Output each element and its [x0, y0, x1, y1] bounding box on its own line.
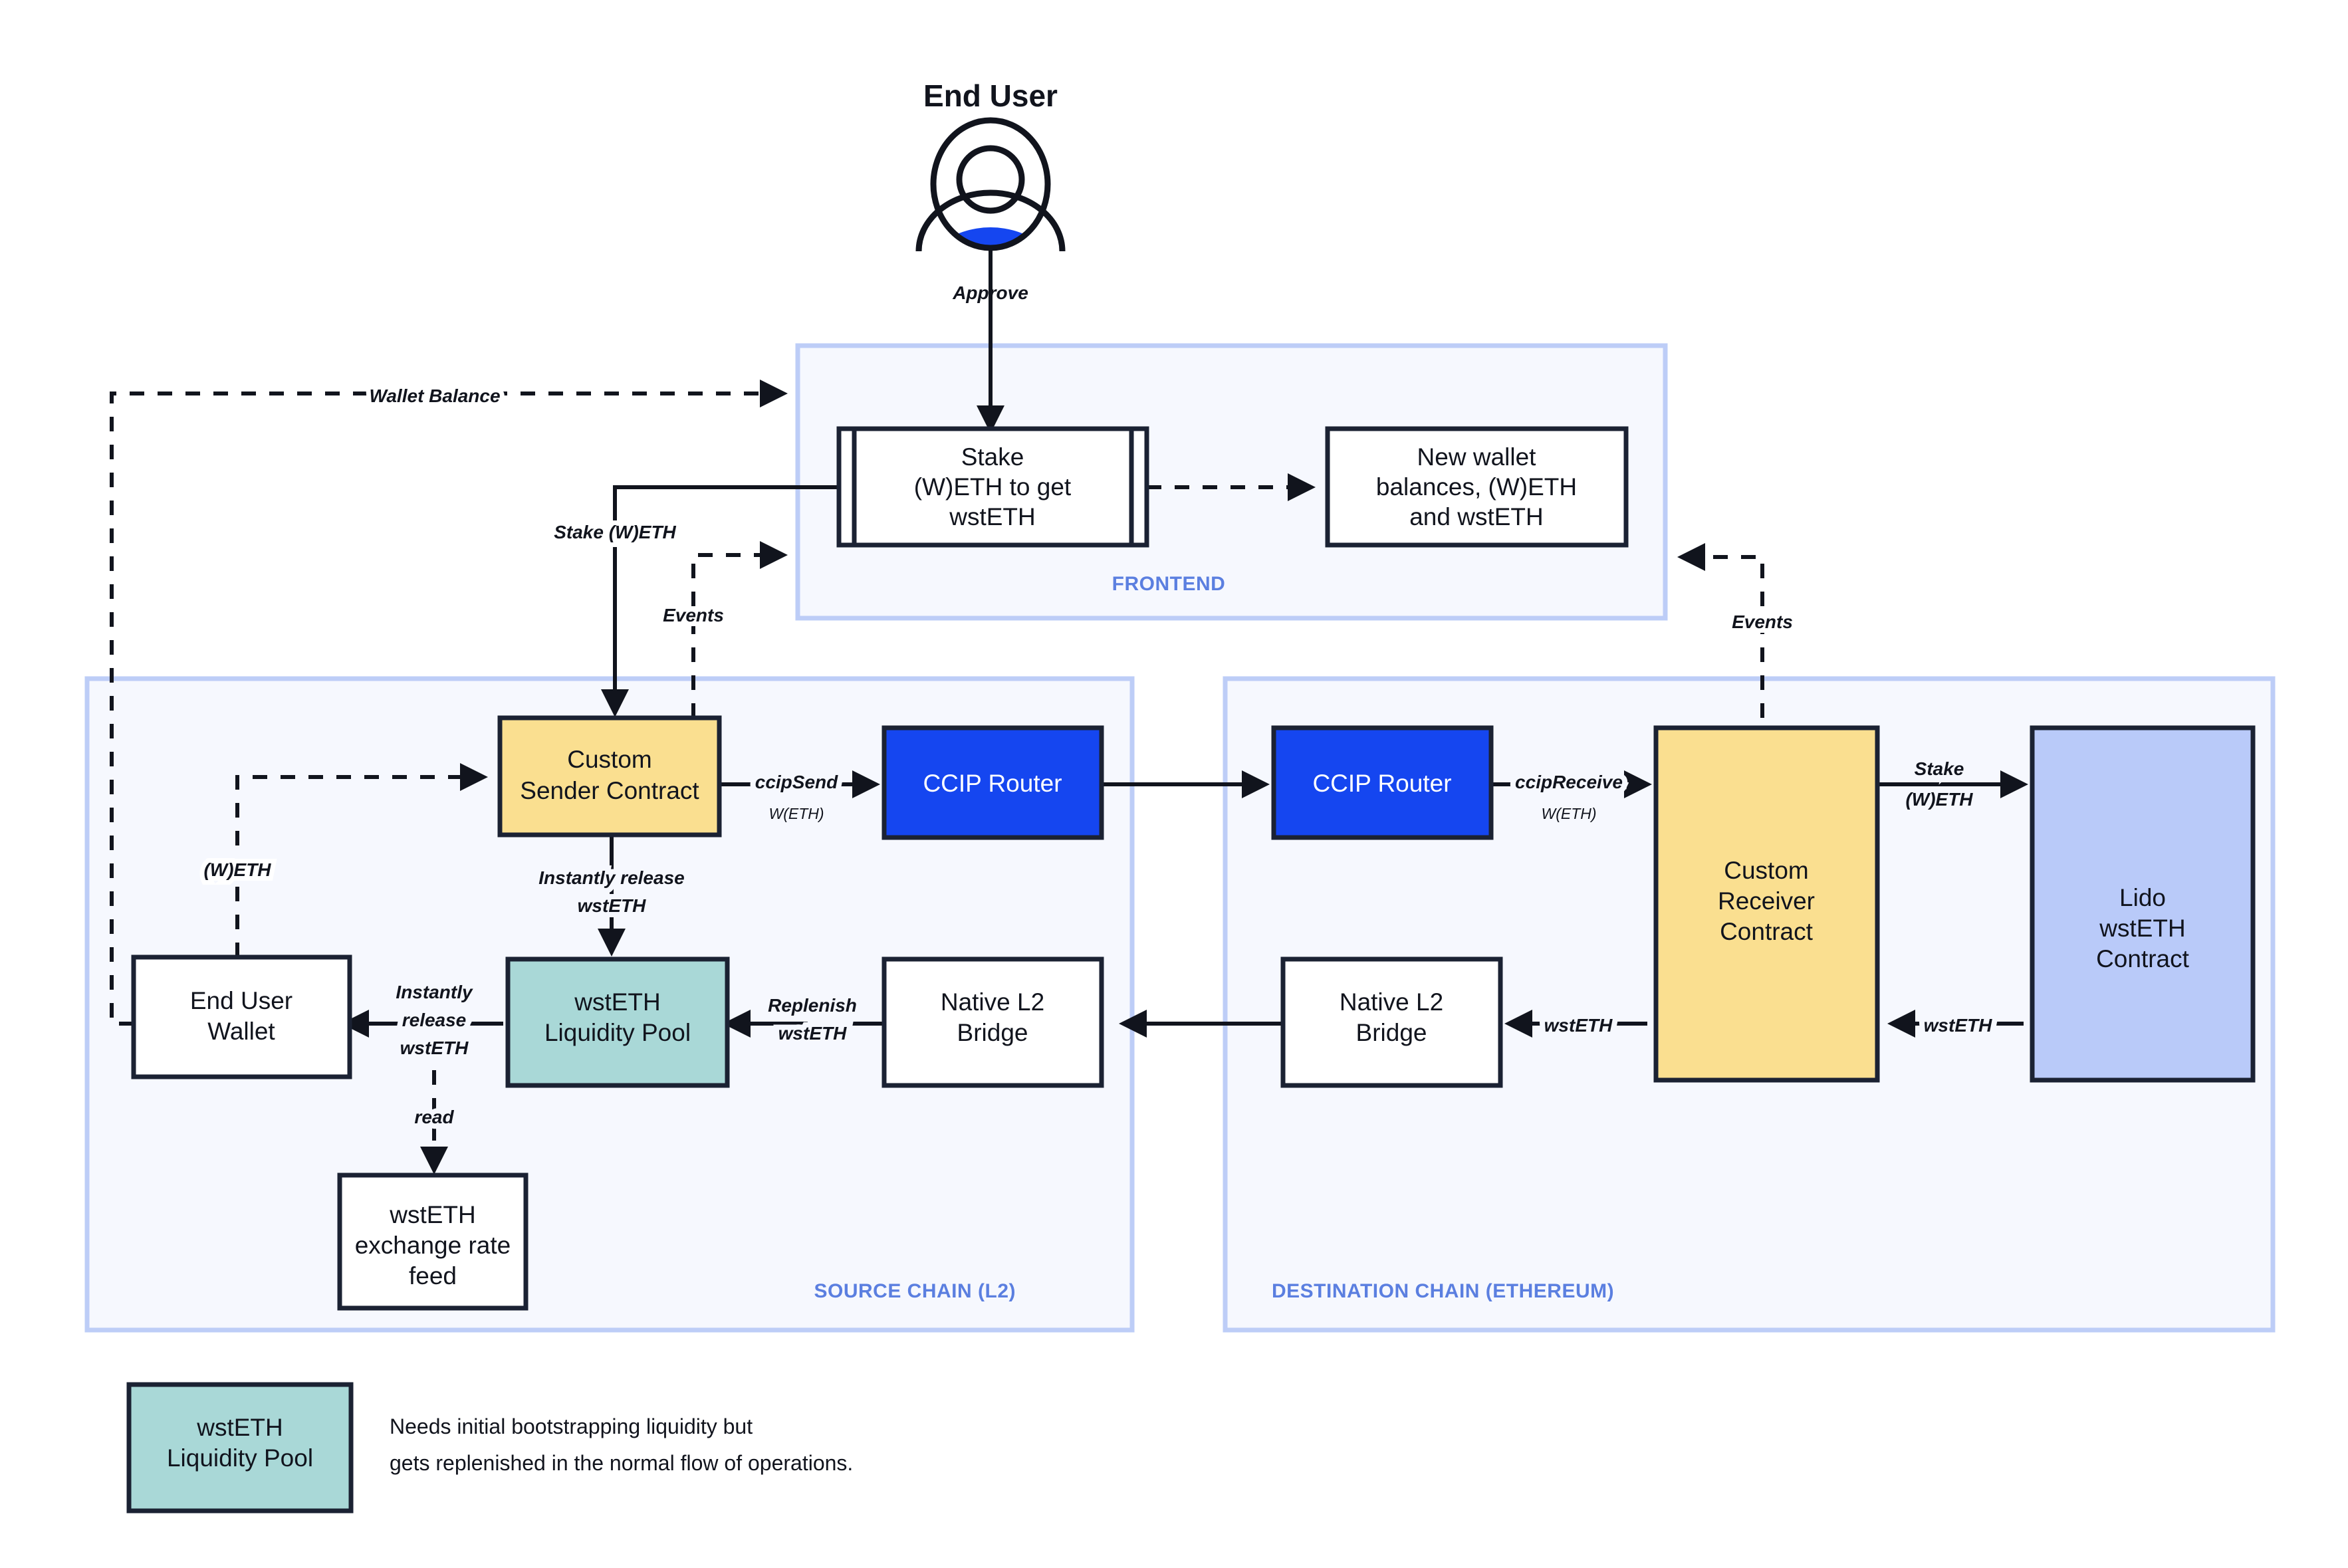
edge-label-ccip-send: ccipSend: [755, 772, 838, 792]
edge-label-read: read: [414, 1107, 454, 1127]
edge-label-release-wallet-1: Instantly: [396, 982, 473, 1002]
group-label-destination-chain: DESTINATION CHAIN (ETHEREUM): [1272, 1280, 1614, 1302]
edge-weth: (W)ETH: [199, 763, 488, 957]
node-label: Receiver: [1718, 887, 1815, 915]
node-label: Custom: [567, 746, 651, 773]
node-ccip-router-destination[interactable]: CCIP Router: [1271, 725, 1494, 840]
legend-swatch-label: Liquidity Pool: [167, 1444, 313, 1472]
edge-events-left: Events: [658, 541, 788, 718]
edge-label-replenish-2: wstETH: [778, 1023, 847, 1044]
edge-label-release-wallet-3: wstETH: [400, 1038, 469, 1058]
node-label: Bridge: [957, 1019, 1028, 1046]
node-label: Native L2: [941, 988, 1044, 1016]
node-label: Custom: [1724, 857, 1808, 884]
node-label: Contract: [2096, 945, 2190, 972]
node-label: Wallet: [207, 1018, 275, 1045]
node-label: wstETH: [389, 1201, 476, 1228]
legend: wstETH Liquidity Pool Needs initial boot…: [126, 1382, 853, 1513]
edge-label-stake-dest-2: (W)ETH: [1905, 789, 1973, 810]
edge-label-stake-weth: Stake (W)ETH: [554, 522, 676, 542]
page-title: End User: [923, 78, 1058, 113]
legend-note-line-2: gets replenished in the normal flow of o…: [390, 1451, 853, 1475]
node-lido-wsteth-contract[interactable]: Lido wstETH Contract: [2030, 725, 2256, 1083]
node-wsteth-liquidity-pool[interactable]: wstETH Liquidity Pool: [505, 956, 730, 1088]
edge-label-replenish-1: Replenish: [768, 995, 857, 1016]
node-label: CCIP Router: [1312, 770, 1451, 797]
legend-swatch: [126, 1382, 354, 1513]
edge-ccip-send: ccipSend W(ETH): [719, 766, 880, 822]
node-label: New wallet: [1417, 443, 1537, 471]
edge-label-approve: Approve: [952, 282, 1028, 303]
edge-label-events-right: Events: [1732, 612, 1793, 632]
node-end-user-wallet[interactable]: End User Wallet: [131, 954, 352, 1079]
node-label: feed: [409, 1262, 457, 1289]
node-wsteth-exchange-rate-feed[interactable]: wstETH exchange rate feed: [337, 1173, 528, 1311]
edge-label-wsteth-a: wstETH: [1544, 1015, 1613, 1036]
edge-wallet-balance: Wallet Balance: [110, 380, 788, 1026]
node-custom-sender-contract[interactable]: Custom Sender Contract: [497, 715, 722, 838]
node-custom-receiver-contract[interactable]: Custom Receiver Contract: [1653, 725, 1880, 1083]
node-label: Native L2: [1340, 988, 1443, 1016]
node-label: wstETH: [2099, 915, 2186, 942]
edge-stake-weth: Stake (W)ETH: [549, 485, 839, 717]
edge-label-stake-dest-1: Stake: [1915, 758, 1964, 779]
edge-label-wallet-balance: Wallet Balance: [369, 386, 500, 406]
edge-approve: Approve: [952, 248, 1028, 433]
node-label: exchange rate: [355, 1232, 511, 1259]
node-label: Contract: [1720, 918, 1814, 945]
edge-label-ccip-receive: ccipReceive: [1515, 772, 1623, 792]
node-label: and wstETH: [1409, 503, 1544, 530]
node-label: Liquidity Pool: [544, 1019, 691, 1046]
node-label: End User: [190, 987, 293, 1014]
edge-label-instantly-release-2: wstETH: [578, 895, 646, 916]
edge-events-right: Events: [1677, 543, 1798, 718]
group-label-source-chain: SOURCE CHAIN (L2): [814, 1280, 1016, 1302]
node-stake-form[interactable]: Stake (W)ETH to get wstETH: [836, 426, 1149, 548]
edge-label-instantly-release-1: Instantly release: [538, 867, 684, 888]
edge-label-release-wallet-2: release: [402, 1010, 467, 1030]
node-label: (W)ETH to get: [914, 473, 1072, 501]
legend-note-line-1: Needs initial bootstrapping liquidity bu…: [390, 1414, 753, 1438]
node-native-l2-bridge-destination[interactable]: Native L2 Bridge: [1280, 956, 1503, 1088]
legend-swatch-label: wstETH: [196, 1414, 283, 1441]
node-ccip-router-source[interactable]: CCIP Router: [881, 725, 1104, 840]
edge-label-ccip-send-sub: W(ETH): [768, 805, 824, 822]
edge-label-events-left: Events: [663, 605, 724, 625]
node-label: Lido: [2119, 884, 2166, 911]
node-new-wallet-balances[interactable]: New wallet balances, (W)ETH and wstETH: [1325, 426, 1629, 548]
edge-label-ccip-receive-sub: W(ETH): [1541, 805, 1596, 822]
node-label: Bridge: [1356, 1019, 1427, 1046]
edge-label-weth: (W)ETH: [203, 859, 271, 880]
node-label: wstETH: [949, 503, 1036, 530]
node-label: balances, (W)ETH: [1376, 473, 1577, 501]
edge-label-wsteth-b: wstETH: [1924, 1015, 1992, 1036]
node-label: Stake: [961, 443, 1024, 471]
node-label: wstETH: [574, 988, 661, 1016]
node-native-l2-bridge-source[interactable]: Native L2 Bridge: [881, 956, 1104, 1088]
group-label-frontend: FRONTEND: [1112, 573, 1226, 595]
node-label: CCIP Router: [923, 770, 1062, 797]
node-label: Sender Contract: [520, 777, 699, 804]
